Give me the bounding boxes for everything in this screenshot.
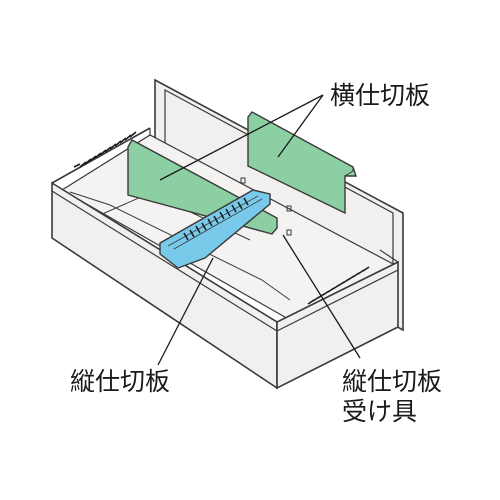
label-holder-line2: 受け具 <box>342 397 417 426</box>
leader-holder <box>282 234 361 359</box>
leader-lines <box>157 94 361 366</box>
holder-holes <box>240 177 292 236</box>
drawer-front <box>51 127 399 390</box>
label-horizontal-divider: 横仕切板 <box>330 81 430 110</box>
horizontal-divider-floating <box>247 111 357 215</box>
leader-vertical-divider <box>157 257 214 366</box>
leader-horizontal-divider-2 <box>277 94 324 158</box>
label-vertical-divider: 縦仕切板 <box>70 367 170 396</box>
left-slot-rail <box>73 131 137 168</box>
vertical-divider <box>159 189 271 269</box>
leader-horizontal-divider <box>159 94 324 181</box>
label-holder-line1: 縦仕切板 <box>342 367 442 396</box>
